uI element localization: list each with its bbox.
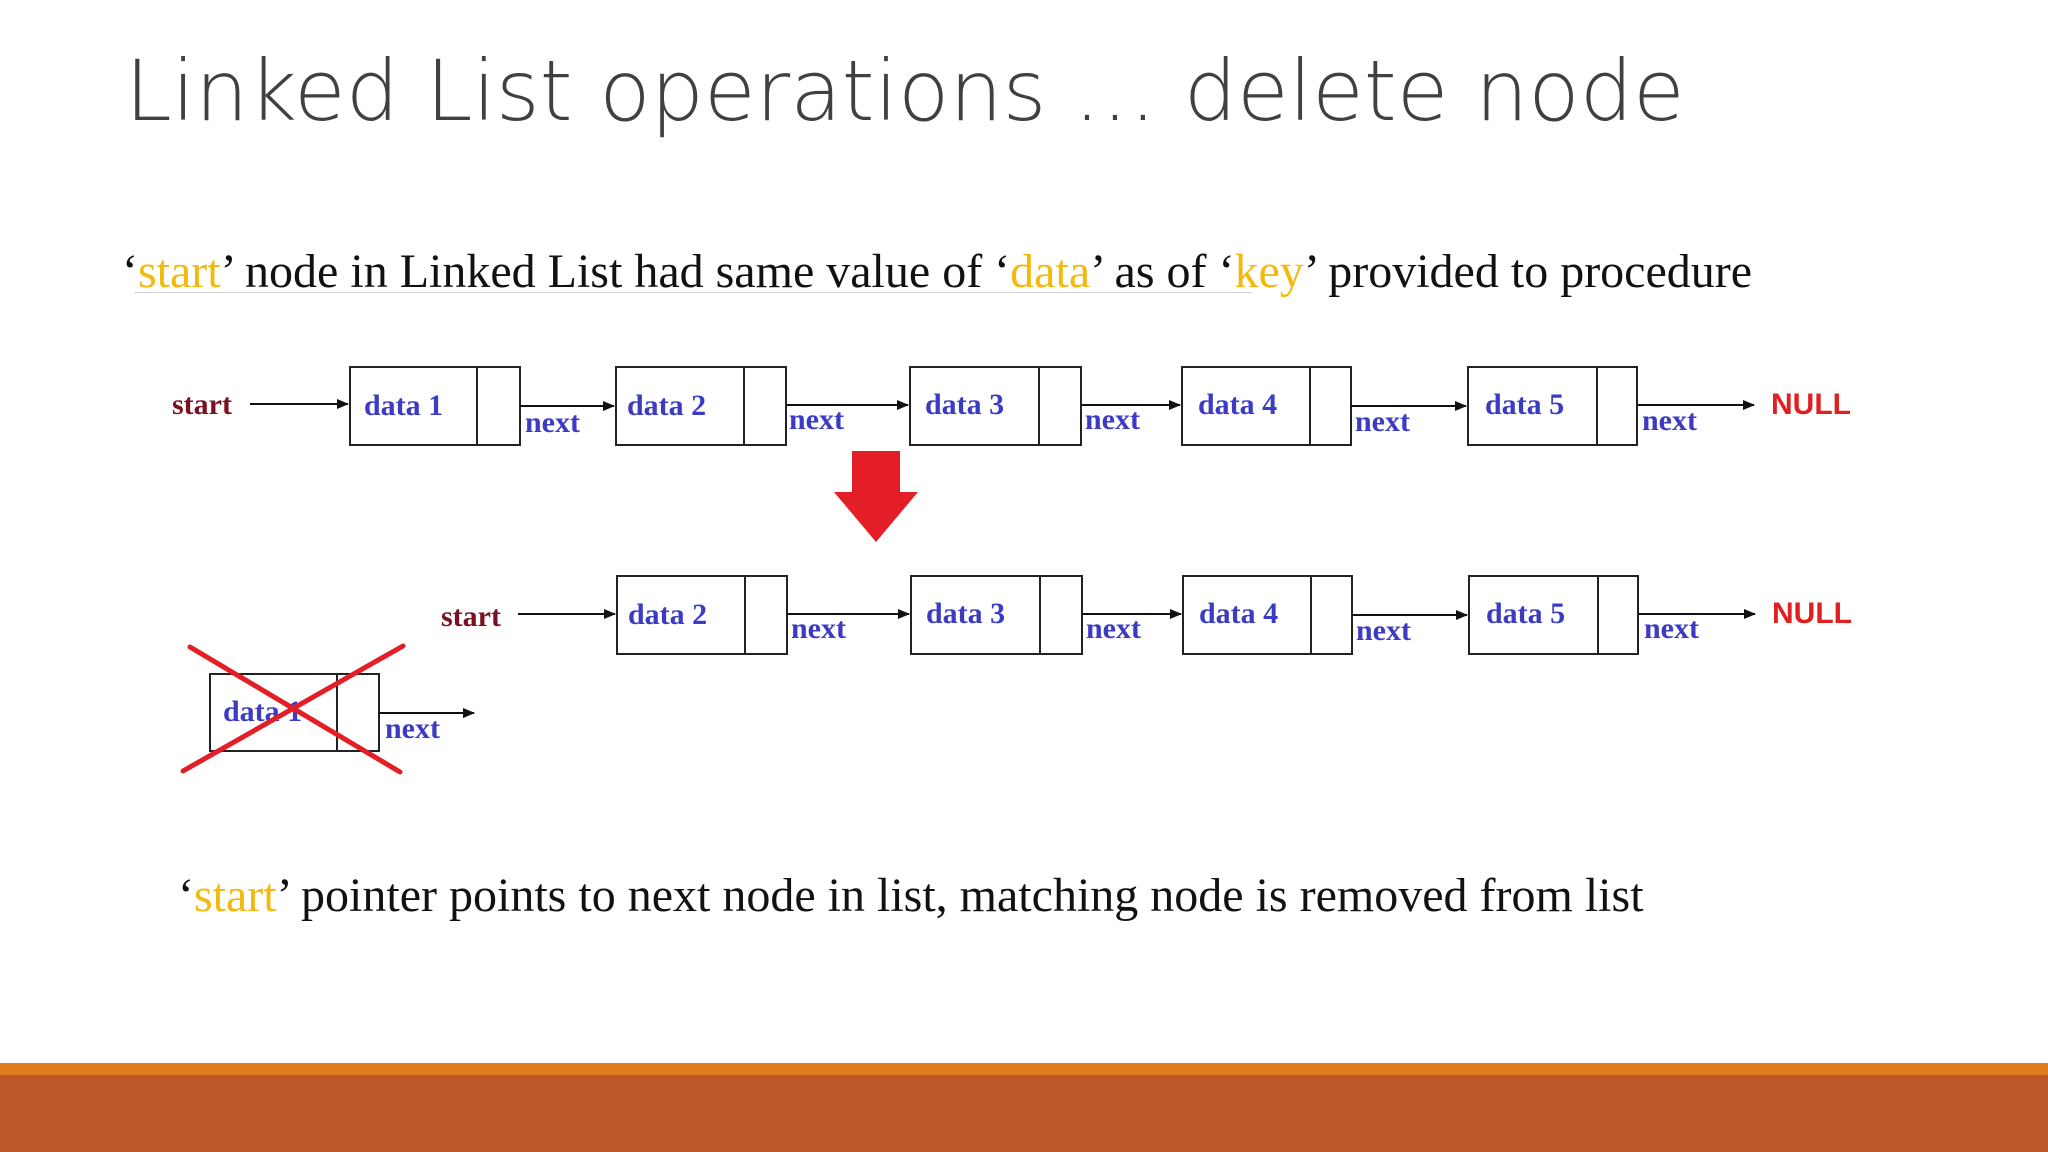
footer-bar bbox=[0, 1075, 2048, 1152]
next-label: next bbox=[791, 612, 846, 645]
node-data-4: data 4 next bbox=[1182, 575, 1411, 655]
node-data-2: data 2 next bbox=[615, 366, 844, 446]
node-label: data 3 bbox=[926, 597, 1005, 630]
down-arrow-icon bbox=[834, 451, 918, 542]
node-box bbox=[1468, 575, 1639, 655]
next-label: next bbox=[1085, 403, 1140, 436]
next-label: next bbox=[1356, 614, 1411, 647]
deleted-node: data 1 next bbox=[180, 643, 475, 775]
keyword-data: data bbox=[1010, 245, 1091, 298]
node-data-2: data 2 next bbox=[616, 575, 846, 655]
node-label: data 4 bbox=[1198, 388, 1277, 421]
node-data-4: data 4 next bbox=[1181, 366, 1410, 446]
next-label: next bbox=[1644, 612, 1699, 645]
node-box bbox=[1181, 366, 1352, 446]
node-data-5: data 5 next bbox=[1468, 575, 1699, 655]
node-data-3: data 3 next bbox=[909, 366, 1140, 446]
caption-top: ‘start’ node in Linked List had same val… bbox=[122, 245, 1753, 298]
keyword-start: start bbox=[137, 245, 221, 298]
node-label: data 5 bbox=[1486, 597, 1565, 630]
list-after: start data 2 next data 3 next data 4 nex… bbox=[441, 575, 1852, 655]
node-box bbox=[615, 366, 787, 446]
next-label: next bbox=[1355, 405, 1410, 438]
next-label: next bbox=[789, 403, 844, 436]
node-label: data 1 bbox=[364, 389, 443, 422]
slide-title: Linked List operations … delete node bbox=[125, 42, 1685, 140]
node-data-3: data 3 next bbox=[910, 575, 1141, 655]
next-label: next bbox=[1642, 404, 1697, 437]
start-label: start bbox=[441, 600, 501, 633]
null-label: NULL bbox=[1771, 388, 1851, 421]
caption-bottom: ‘start’ pointer points to next node in l… bbox=[178, 869, 1644, 922]
cross-icon bbox=[180, 643, 406, 775]
list-before: start data 1 next data 2 next data 3 nex… bbox=[172, 366, 1851, 446]
keyword-key: key bbox=[1234, 245, 1304, 298]
node-label: data 3 bbox=[925, 388, 1004, 421]
node-box bbox=[616, 575, 788, 655]
caption-underline bbox=[134, 292, 1253, 293]
next-label: next bbox=[525, 406, 580, 439]
next-label: next bbox=[1086, 612, 1141, 645]
node-box bbox=[1182, 575, 1353, 655]
next-label: next bbox=[385, 712, 440, 745]
node-box bbox=[910, 575, 1083, 655]
node-box bbox=[349, 366, 521, 446]
node-data-1: data 1 next bbox=[349, 366, 580, 446]
node-label: data 4 bbox=[1199, 597, 1278, 630]
keyword-start: start bbox=[193, 869, 277, 922]
node-label: data 2 bbox=[628, 598, 707, 631]
node-label: data 5 bbox=[1485, 388, 1564, 421]
null-label: NULL bbox=[1772, 597, 1852, 630]
footer-accent-line bbox=[0, 1063, 2048, 1075]
start-label: start bbox=[172, 388, 232, 421]
node-label: data 2 bbox=[627, 389, 706, 422]
